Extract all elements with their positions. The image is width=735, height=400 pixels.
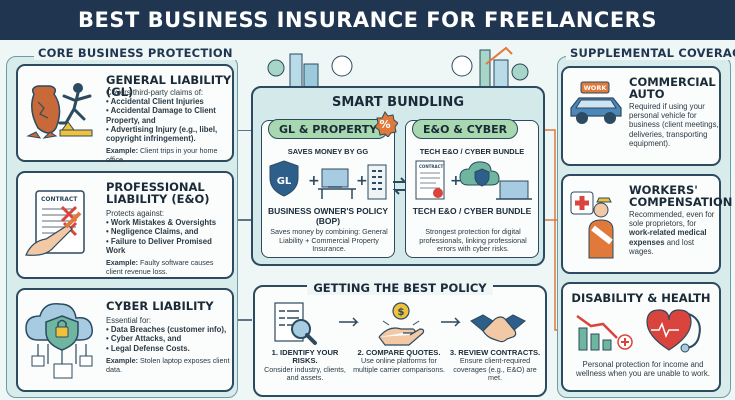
supplemental-heading: SUPPLEMENTAL COVERAGE: [566, 46, 735, 60]
general-liability-title: GENERAL LIABILITY (GL): [106, 73, 232, 99]
step-identify-risks: 1. IDENTIFY YOUR RISKS.Consider industry…: [264, 348, 346, 383]
injured-worker-icon: [567, 188, 625, 264]
handshake-icon: [469, 301, 527, 347]
step-compare-quotes: 2. COMPARE QUOTES.Use online platforms f…: [353, 348, 445, 374]
eo-bullet-1: Work Mistakes & Oversights: [106, 218, 230, 227]
cyber-liability-title: CYBER LIABILITY: [106, 299, 214, 313]
professional-liability-text: Protects against: Work Mistakes & Oversi…: [106, 209, 230, 276]
eo-example: Example: Faulty software causes client r…: [106, 258, 214, 277]
svg-text:$: $: [398, 307, 405, 318]
left-connectors: [238, 130, 254, 330]
smart-bundling-panel: SMART BUNDLING GL & PROPERTY % SAVES MON…: [251, 86, 545, 266]
svg-text:WORK: WORK: [584, 84, 608, 92]
core-protection-heading: CORE BUSINESS PROTECTION: [34, 46, 237, 60]
eo-cyber-bundle-card[interactable]: E&O & CYBER TECH E&O / CYBER BUNDLE CONT…: [405, 119, 539, 258]
svg-text:+: +: [308, 173, 320, 189]
bop-description: Saves money by combining: General Liabil…: [270, 227, 388, 254]
eo-bullet-3: Failure to Deliver Promised Work: [106, 237, 230, 255]
gl-bullet-2: Accidental Damage to Client Property, an…: [106, 106, 230, 124]
commercial-auto-card[interactable]: WORK COMMERCIAL AUTO Required if using y…: [561, 66, 721, 166]
eo-cyber-caption: TECH E&O / CYBER BUNDLE: [419, 147, 525, 156]
disability-health-title: DISABILITY & HEALTH: [571, 291, 711, 305]
smart-bundling-heading: SMART BUNDLING: [332, 95, 464, 110]
hand-coin-icon: $: [375, 301, 427, 347]
svg-text:GL: GL: [277, 176, 292, 187]
gl-bullet-3: Advertising Injury (e.g., libel, copyrig…: [106, 125, 230, 143]
svg-text:%: %: [379, 118, 390, 131]
eo-bullet-2: Negligence Claims, and: [106, 227, 230, 236]
professional-liability-intro: Protects against:: [106, 209, 165, 218]
svg-text:CONTRACT: CONTRACT: [41, 196, 78, 203]
chart-heart-stethoscope-icon: [573, 306, 713, 354]
decorative-city-icons: [262, 44, 534, 88]
gl-example: Example: Client trips in your home offic…: [106, 146, 218, 165]
page-title: BEST BUSINESS INSURANCE FOR FREELANCERS: [0, 0, 735, 40]
shield-desk-building-icon: GL + +: [268, 159, 390, 201]
disability-health-text: Personal protection for income and welln…: [576, 360, 710, 379]
tech-eo-description: Strongest protection for digital profess…: [419, 227, 527, 254]
eo-cyber-pill: E&O & CYBER: [412, 119, 519, 139]
svg-text:CONTRACT: CONTRACT: [419, 164, 444, 169]
cyber-bullet-3: Legal Defense Costs.: [106, 344, 230, 353]
best-policy-heading: GETTING THE BEST POLICY: [255, 279, 545, 297]
general-liability-text: Covers third-party claims of: Accidental…: [106, 88, 230, 165]
cyber-bullet-1: Data Breaches (customer info),: [106, 325, 230, 334]
cyber-liability-intro: Essential for:: [106, 316, 152, 325]
magnifier-checklist-icon: [273, 301, 317, 347]
car-icon: WORK: [567, 80, 625, 130]
contract-pen-icon: CONTRACT: [24, 185, 98, 265]
bop-name: BUSINESS OWNER'S POLICY (BOP): [267, 206, 389, 226]
broken-vase-slip-icon: [24, 76, 98, 146]
gl-property-caption: SAVES MONEY BY GG: [287, 147, 369, 156]
general-liability-intro: Covers third-party claims of:: [106, 88, 204, 97]
professional-liability-card[interactable]: CONTRACT PROFESSIONAL LIABILITY (E&O) Pr…: [16, 171, 234, 279]
cloud-lock-icon: [24, 300, 100, 384]
best-policy-panel: GETTING THE BEST POLICY $ 1. IDENTIFY YO…: [253, 281, 547, 397]
disability-health-card[interactable]: DISABILITY & HEALTH Personal protection …: [561, 282, 721, 392]
arrow-right-icon-1: [337, 317, 361, 327]
commercial-auto-title: COMMERCIAL AUTO: [629, 75, 716, 101]
svg-text:+: +: [450, 173, 462, 189]
arrow-right-icon-2: [439, 317, 463, 327]
gl-property-bundle-card[interactable]: GL & PROPERTY % SAVES MONEY BY GG GL + +…: [261, 111, 398, 258]
contract-cloud-shield-icon: CONTRACT +: [412, 159, 534, 203]
cyber-bullet-2: Cyber Attacks, and: [106, 334, 230, 343]
discount-badge-icon: %: [372, 111, 398, 137]
workers-comp-text: Recommended, even for sole proprietors, …: [629, 210, 715, 256]
tech-eo-name: TECH E&O / CYBER BUNDLE: [412, 206, 532, 216]
step-review-contracts: 3. REVIEW CONTRACTS.Ensure client-requir…: [449, 348, 541, 383]
general-liability-card[interactable]: GENERAL LIABILITY (GL) Covers third-part…: [16, 64, 234, 165]
cyber-example: Example: Stolen laptop exposes client da…: [106, 355, 230, 375]
workers-comp-card[interactable]: WORKERS' COMPENSATION Recommended, even …: [561, 174, 732, 274]
professional-liability-title: PROFESSIONAL LIABILITY (E&O): [106, 180, 210, 206]
gl-property-pill: GL & PROPERTY: [268, 119, 389, 139]
gl-bullet-1: Accidental Client Injuries: [106, 97, 230, 106]
svg-text:+: +: [356, 173, 368, 189]
cyber-liability-text: Essential for: Data Breaches (customer i…: [106, 316, 230, 374]
workers-comp-title: WORKERS' COMPENSATION: [629, 183, 733, 209]
commercial-auto-text: Required if using your personal vehicle …: [629, 102, 719, 148]
cyber-liability-card[interactable]: CYBER LIABILITY Essential for: Data Brea…: [16, 288, 234, 392]
